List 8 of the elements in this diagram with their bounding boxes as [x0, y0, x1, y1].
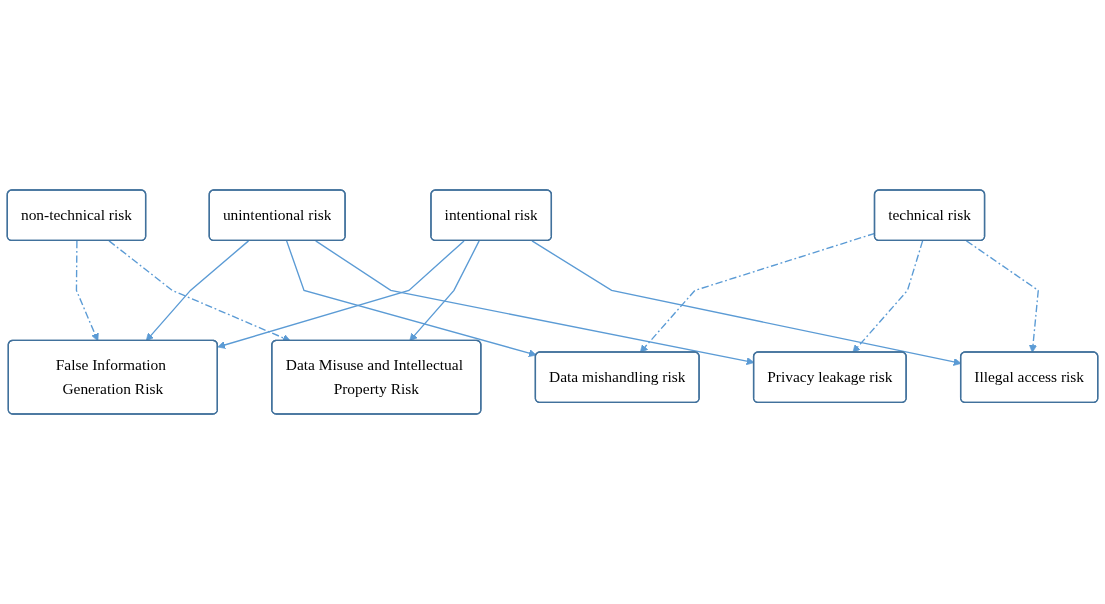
arrow: [75, 240, 99, 342]
arrow: [145, 240, 250, 342]
arrow: [965, 240, 1039, 353]
arrow: [285, 240, 537, 357]
arrow: [108, 240, 291, 342]
arrow: [409, 240, 480, 342]
arrow: [852, 240, 924, 353]
arrow: [217, 240, 465, 349]
